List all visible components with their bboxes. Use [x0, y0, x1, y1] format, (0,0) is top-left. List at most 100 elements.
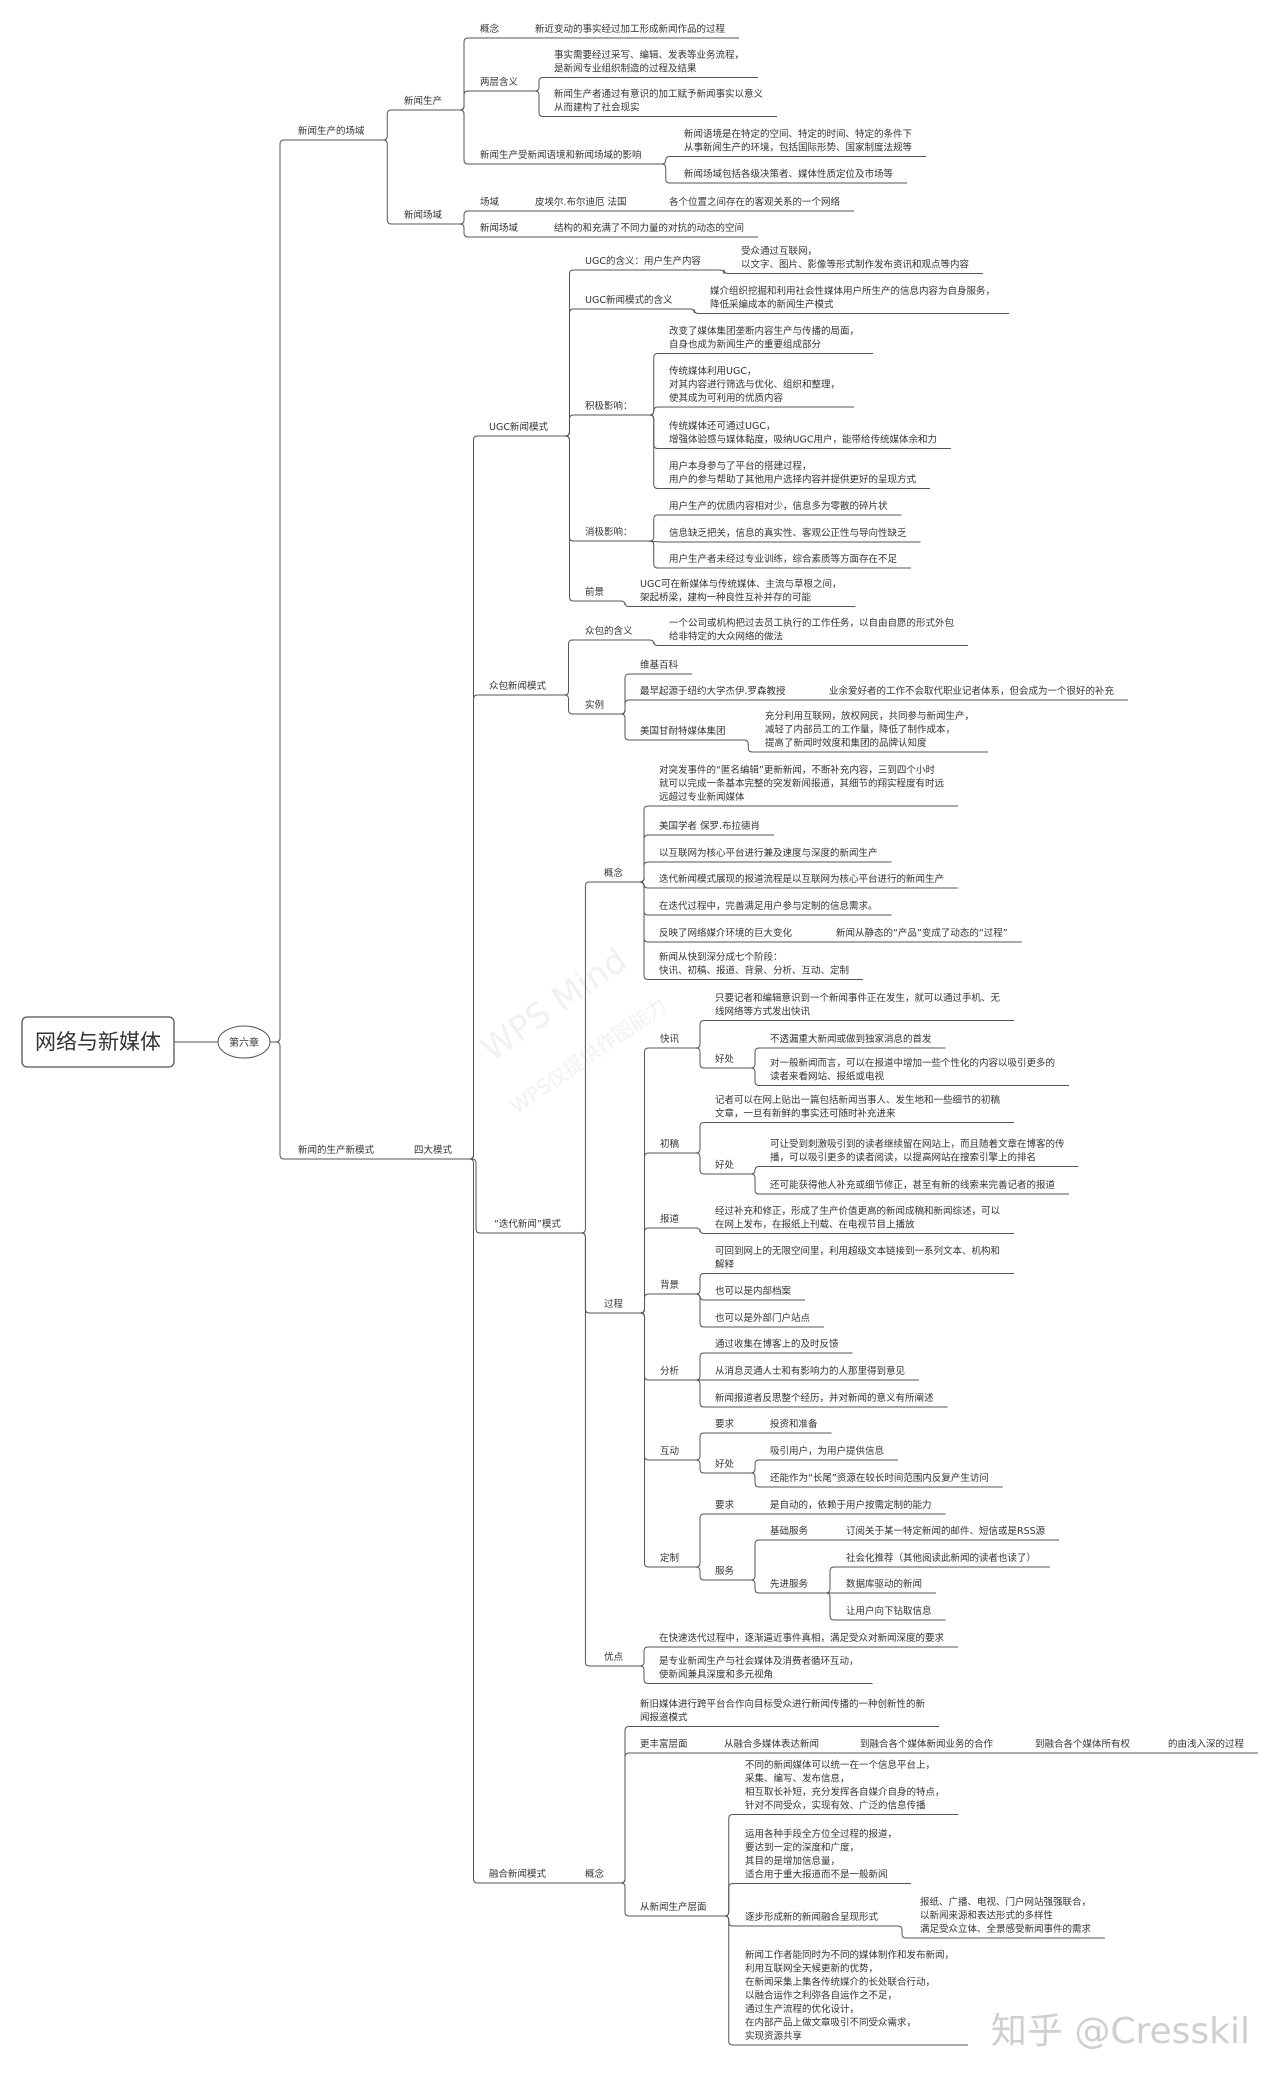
- topic-n-jj1[interactable]: 改变了媒体集团垄断内容生产与传播的局面，自身也成为新闻生产的重要组成部分: [669, 325, 859, 351]
- topic-n-fx[interactable]: 分析: [660, 1365, 680, 1377]
- topic-n-rh3cv[interactable]: 报纸、广播、电视、门户网站强强联合，以新闻来源和表达形式的多样性满足受众立体、全…: [920, 1896, 1092, 1935]
- topic-n-dg2[interactable]: 美国学者 保罗.布拉德肖: [659, 820, 760, 832]
- topic-n-rh3d[interactable]: 新闻工作者能同时为不同的媒体制作和发布新闻，利用互联网全天候更新的优势，在新闻采…: [745, 1949, 954, 2042]
- topic-n-bj[interactable]: 背景: [660, 1279, 679, 1291]
- topic-n-ugcmsv[interactable]: 媒介组织挖掘和利用社会性媒体用户所生产的信息内容为自身服务，降低采编成本的新闻生…: [710, 285, 995, 311]
- topic-n-ddgn[interactable]: 概念: [604, 867, 624, 879]
- topic-n-hdh1[interactable]: 吸引用户，为用户提供信息: [770, 1445, 884, 1457]
- topic-n-xj[interactable]: 消极影响：: [585, 526, 633, 538]
- topic-n-rh2a[interactable]: 从融合多媒体表达新闻: [724, 1738, 819, 1750]
- topic-n-sd[interactable]: 四大模式: [414, 1144, 453, 1156]
- topic-n-cg1[interactable]: 记者可以在网上贴出一篇包括新闻当事人、发生地和一些细节的初稿文章，一旦有新鲜的事…: [715, 1094, 1001, 1120]
- topic-n-rh2[interactable]: 更丰富层面: [640, 1738, 688, 1750]
- topic-n-kx[interactable]: 快讯: [660, 1033, 680, 1045]
- topic-n-dg7[interactable]: 新闻从快到深分成七个阶段：快讯、初稿、报道、背景、分析、互动、定制: [659, 951, 849, 977]
- topic-n-ms[interactable]: 新闻的生产新模式: [298, 1144, 375, 1156]
- topic-n-zbhy[interactable]: 众包的含义: [585, 625, 633, 637]
- topic-n-yd[interactable]: 优点: [604, 1651, 624, 1663]
- topic-n-jj4[interactable]: 用户本身参与了平台的搭建过程，用户的参与帮助了其他用户选择内容并提供更好的呈现方…: [669, 460, 917, 486]
- topic-n-rhgn[interactable]: 概念: [585, 1868, 605, 1880]
- topic-n-fx2[interactable]: 从消息灵通人士和有影响力的人那里得到意见: [715, 1365, 905, 1377]
- topic-n-lc1[interactable]: 事实需要经过采写、编辑、发表等业务流程，是新闻专业组织制造的过程及结果: [554, 49, 744, 75]
- topic-n-dzyq[interactable]: 要求: [715, 1499, 735, 1511]
- topic-n-kxh1[interactable]: 不透漏重大新闻或做到独家消息的首发: [770, 1033, 932, 1045]
- topic-n-xj-3[interactable]: 让用户向下钻取信息: [846, 1605, 932, 1617]
- chapter-node[interactable]: 第六章: [217, 1025, 271, 1059]
- topic-n-cghc[interactable]: 好处: [715, 1159, 735, 1171]
- topic-n-bd1[interactable]: 经过补充和修正，形成了生产价值更高的新闻成稿和新闻综述，可以在网上发布，在报纸上…: [715, 1205, 1001, 1231]
- topic-n-yd1[interactable]: 在快速迭代过程中，逐渐逼近事件真相，满足受众对新闻深度的要求: [659, 1632, 945, 1644]
- topic-n-cgh1[interactable]: 可让受到刺激吸引到的读者继续留在网站上，而且随着文章在博客的传播，可以吸引更多的…: [770, 1138, 1065, 1164]
- topic-n-hdhc[interactable]: 好处: [715, 1458, 735, 1470]
- topic-n-jcfw[interactable]: 基础服务: [770, 1525, 809, 1537]
- topic-n-cgh2[interactable]: 还可能获得他人补充或细节修正，甚至有新的线索来完善记者的报道: [770, 1179, 1056, 1191]
- topic-n-ugcms[interactable]: UGC新闻模式的含义: [585, 294, 673, 306]
- topic-n-gn1v[interactable]: 新近变动的事实经过加工形成新闻作品的过程: [535, 23, 726, 35]
- topic-n-sl1[interactable]: 维基百科: [640, 659, 679, 671]
- topic-n-xj-1[interactable]: 社会化推荐（其他阅读此新闻的读者也读了）: [846, 1552, 1036, 1564]
- topic-n-dg6[interactable]: 反映了网络媒介环境的巨大变化: [659, 927, 793, 939]
- topic-n-gn1[interactable]: 概念: [480, 23, 500, 35]
- topic-n-xwsc[interactable]: 新闻生产: [404, 95, 442, 107]
- topic-n-sl2v[interactable]: 业余爱好者的工作不会取代职业记者体系，但会成为一个很好的补充: [829, 685, 1115, 697]
- topic-n-rh3c[interactable]: 逐步形成新的新闻融合呈现形式: [745, 1911, 879, 1923]
- topic-n-cy2[interactable]: 各个位置之间存在的客观关系的一个网络: [669, 196, 841, 208]
- topic-n-xwcy[interactable]: 新闻场域: [404, 209, 443, 221]
- topic-n-xjfw[interactable]: 先进服务: [770, 1578, 809, 1590]
- topic-n-rh2c[interactable]: 到融合各个媒体所有权: [1035, 1738, 1131, 1750]
- topic-n-xwcy2v[interactable]: 结构的和充满了不同力量的对抗的动态的空间: [554, 222, 744, 234]
- topic-n-hdyqv[interactable]: 投资和准备: [770, 1418, 818, 1430]
- root-node[interactable]: 网络与新媒体: [21, 1016, 175, 1068]
- topic-n-qj[interactable]: 前景: [585, 586, 604, 598]
- topic-n-dg3[interactable]: 以互联网为核心平台进行兼及速度与深度的新闻生产: [659, 847, 878, 859]
- topic-n-dg1[interactable]: 对突发事件的“匿名编辑”更新新闻，不断补充内容，三到四个小时就可以完成一条基本完…: [659, 764, 945, 803]
- topic-n-bj2[interactable]: 也可以是内部档案: [715, 1285, 792, 1297]
- topic-n-jcfwv[interactable]: 订阅关于某一特定新闻的邮件、短信或是RSS源: [846, 1525, 1046, 1537]
- topic-n-sl[interactable]: 实例: [585, 699, 604, 711]
- topic-n-dd[interactable]: “迭代新闻”模式: [494, 1218, 561, 1230]
- topic-n-rh[interactable]: 融合新闻模式: [489, 1868, 547, 1880]
- topic-n-ugc[interactable]: UGC新闻模式: [489, 421, 548, 433]
- topic-n-fx1[interactable]: 通过收集在博客上的及时反馈: [715, 1338, 839, 1350]
- topic-n-rh3a[interactable]: 不同的新闻媒体可以统一在一个信息平台上，采集、编写、发布信息，相互取长补短，充分…: [745, 1759, 945, 1812]
- topic-n-yx1[interactable]: 新闻语境是在特定的空间、特定的时间、特定的条件下从事新闻生产的环境，包括国际形势…: [684, 128, 913, 154]
- topic-n-dg6v[interactable]: 新闻从静态的“产品”变成了动态的“过程”: [836, 927, 1008, 939]
- topic-n-ugcdef[interactable]: UGC的含义：用户生产内容: [585, 255, 701, 267]
- topic-n-cg[interactable]: 初稿: [660, 1138, 680, 1150]
- topic-n-hdh2[interactable]: 还能作为“长尾”资源在较长时间范围内反复产生访问: [770, 1472, 989, 1484]
- topic-n-xj-2[interactable]: 数据库驱动的新闻: [846, 1578, 922, 1590]
- topic-n-ugcdefv[interactable]: 受众通过互联网，以文字、图片、影像等形式制作发布资讯和观点等内容: [741, 245, 970, 271]
- topic-n-qjv[interactable]: UGC可在新媒体与传统媒体、主流与草根之间，架起桥梁，建构一种良性互补并存的可能: [640, 578, 841, 604]
- topic-n-rh2d[interactable]: 的由浅入深的过程: [1168, 1738, 1245, 1750]
- topic-n-fx3[interactable]: 新闻报道者反思整个经历，并对新闻的意义有所阐述: [715, 1392, 934, 1404]
- topic-n-jj[interactable]: 积极影响：: [585, 400, 633, 412]
- topic-n-gc[interactable]: 过程: [604, 1298, 624, 1310]
- topic-n-xwcy2[interactable]: 新闻场域: [480, 222, 519, 234]
- topic-n-zbhyv[interactable]: 一个公司或机构把过去员工执行的工作任务，以自由自愿的形式外包给非特定的大众网络的…: [669, 617, 955, 643]
- topic-n-bj3[interactable]: 也可以是外部门户站点: [715, 1312, 811, 1324]
- topic-n-hdyq[interactable]: 要求: [715, 1418, 735, 1430]
- topic-n-bd[interactable]: 报道: [660, 1213, 680, 1225]
- topic-n-sl3v[interactable]: 充分利用互联网，放权网民，共同参与新闻生产，减轻了内部员工的工作量，降低了制作成…: [765, 710, 974, 749]
- topic-n-xj2[interactable]: 信息缺乏把关，信息的真实性、客观公正性与导向性缺乏: [669, 527, 907, 539]
- topic-n-dg4[interactable]: 迭代新闻模式展现的报道流程是以互联网为核心平台进行的新闻生产: [659, 873, 944, 885]
- topic-n-xj3[interactable]: 用户生产者未经过专业训练，综合素质等方面存在不足: [669, 553, 898, 565]
- topic-n-yd2[interactable]: 是专业新闻生产与社会媒体及消费者循环互动，使新闻兼具深度和多元视角: [659, 1655, 859, 1681]
- topic-n-yx[interactable]: 新闻生产受新闻语境和新闻场域的影响: [480, 149, 642, 161]
- topic-n-lchy[interactable]: 两层含义: [480, 76, 519, 88]
- topic-n-hd[interactable]: 互动: [660, 1446, 679, 1457]
- topic-n-yx2[interactable]: 新闻场域包括各级决策者、媒体性质定位及市场等: [684, 168, 894, 180]
- topic-n-rh3b[interactable]: 运用各种手段全方位全过程的报道，要达到一定的深度和广度，其目的是增加信息量，适合…: [745, 1828, 897, 1881]
- topic-n-dzyqv[interactable]: 是自动的，依赖于用户按需定制的能力: [770, 1499, 932, 1511]
- topic-n-cy1[interactable]: 皮埃尔.布尔迪厄 法国: [535, 196, 627, 208]
- topic-n-dz[interactable]: 定制: [660, 1552, 679, 1564]
- topic-n-kxh2[interactable]: 对一般新闻而言，可以在报道中增加一些个性化的内容以吸引更多的读者来看网站、报纸或…: [770, 1057, 1055, 1083]
- topic-n-dg5[interactable]: 在迭代过程中，完善满足用户参与定制的信息需求。: [659, 900, 878, 912]
- topic-n-jj3[interactable]: 传统媒体还可通过UGC，增强体验感与媒体黏度，吸纳UGC用户，能带给传统媒体余和…: [669, 420, 937, 446]
- topic-n-zb[interactable]: 众包新闻模式: [489, 680, 547, 692]
- topic-n-xj1[interactable]: 用户生产的优质内容相对少，信息多为零散的碎片状: [669, 500, 888, 512]
